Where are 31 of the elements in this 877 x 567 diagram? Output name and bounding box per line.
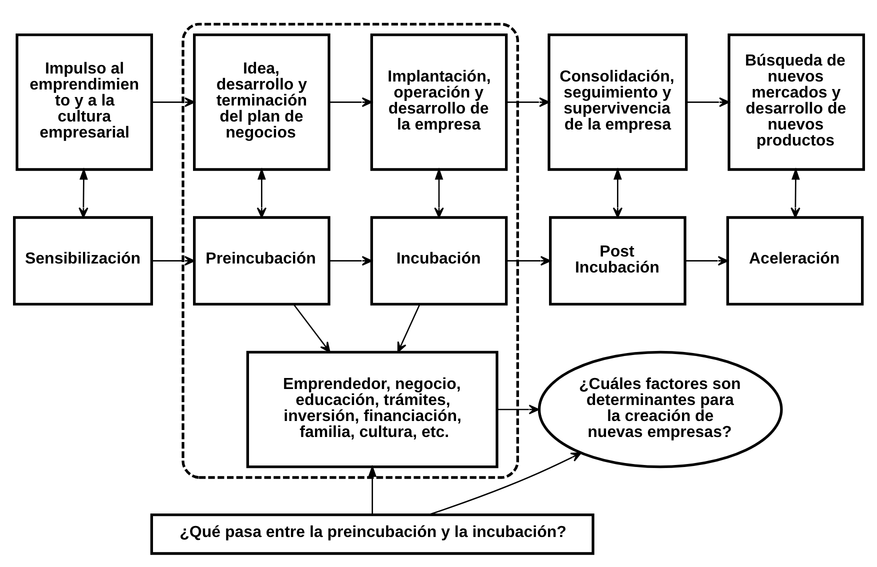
node-box: Sensibilización: [12, 216, 152, 306]
node-box: ¿Qué pasa entre la preincubación y la incubación?: [150, 514, 594, 555]
arrow: [151, 97, 194, 108]
arrow: [328, 256, 372, 266]
arrow: [428, 452, 581, 516]
node-box: Post Incubación: [548, 216, 686, 306]
node-box: Búsqueda de nuevos mercados y desarrollo de nuevos productos: [727, 34, 864, 171]
arrow: [256, 168, 266, 218]
arrow: [612, 168, 622, 218]
arrow: [292, 304, 330, 353]
arrow: [790, 168, 800, 218]
arrow: [368, 464, 376, 515]
node-ellipse: ¿Cuáles factores son determinantes para la creación de nuevas empresas?: [537, 350, 782, 468]
arrow: [396, 304, 420, 353]
node-box: Preincubación: [192, 216, 330, 306]
arrow: [506, 97, 550, 108]
arrow: [151, 256, 194, 266]
node-box: Incubación: [370, 216, 508, 306]
arrow: [506, 256, 550, 266]
arrow: [434, 168, 444, 218]
node-box: Impulso al emprendimien to y a la cultura empresarial: [15, 34, 152, 171]
node-box: Consolidación, seguimiento y supervivencia de la empresa: [547, 34, 688, 171]
arrow: [684, 256, 728, 266]
arrow: [78, 168, 88, 218]
arrow: [328, 97, 372, 108]
node-box: Aceleración: [726, 216, 864, 306]
node-box: Idea, desarrollo y terminación del plan de negocios: [192, 34, 330, 171]
arrow: [686, 97, 730, 108]
arrow: [496, 404, 539, 414]
node-box: Implantación, operación y desarrollo de la empresa: [370, 34, 508, 171]
node-box: Emprendedor, negocio, educación, trámites, inversión, financiación, familia, cultura, etc.: [246, 350, 498, 468]
